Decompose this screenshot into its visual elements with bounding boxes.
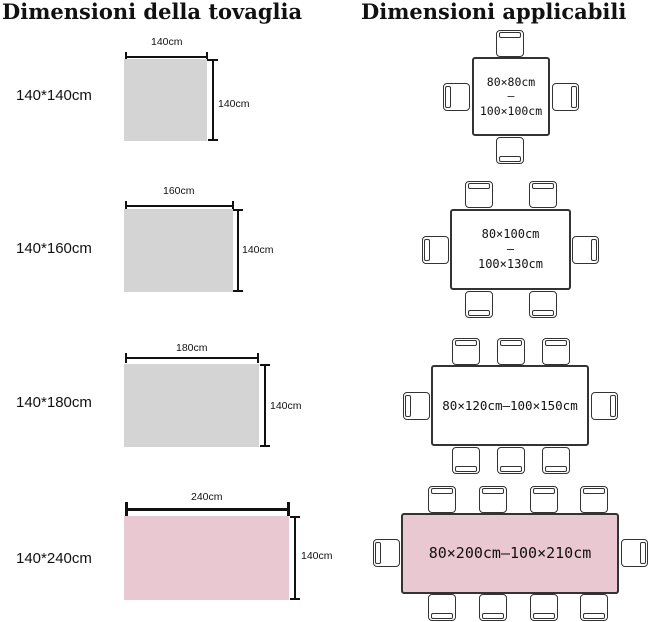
- dimension-tick: [287, 502, 290, 516]
- dimension-tick: [290, 516, 300, 518]
- tablecloth-swatch: [124, 59, 207, 141]
- dimension-tick: [260, 445, 270, 447]
- chair-icon: [422, 236, 449, 264]
- chair-icon: [497, 338, 525, 365]
- left-column-title: Dimensioni della tovaglia: [2, 0, 303, 24]
- chair-icon: [580, 594, 608, 621]
- dimension-tick: [233, 209, 243, 211]
- chair-icon: [497, 447, 525, 474]
- table-size-line: 80×80cm: [486, 74, 536, 89]
- height-label: 140cm: [270, 400, 302, 412]
- tablecloth-swatch: [124, 516, 289, 600]
- table-size-line: 100×130cm: [477, 257, 544, 271]
- dimension-tick: [257, 353, 259, 363]
- chair-icon: [580, 486, 608, 513]
- width-label: 160cm: [163, 185, 195, 197]
- chair-icon: [496, 30, 524, 57]
- tablecloth-swatch: [124, 209, 233, 292]
- table-size-line: 80×200cm–100×210cm: [428, 544, 592, 563]
- width-dimension-line: [125, 205, 234, 207]
- chair-icon: [443, 83, 470, 111]
- size-label-140x160: 140*160cm: [16, 240, 92, 257]
- chair-icon: [428, 594, 456, 621]
- chair-icon: [591, 392, 618, 420]
- dimension-tick: [290, 598, 300, 600]
- dimension-tick: [233, 290, 243, 292]
- chair-icon: [373, 539, 400, 567]
- right-column-title: Dimensioni applicabili: [361, 0, 627, 24]
- dimension-tick: [206, 52, 208, 61]
- table-size-line: –: [507, 89, 515, 104]
- chair-icon: [552, 83, 579, 111]
- height-label: 140cm: [242, 244, 274, 256]
- dimension-tick: [125, 502, 128, 516]
- chair-icon: [428, 486, 456, 513]
- height-dimension-line: [237, 209, 239, 292]
- table-size-text: 80×100cm – 100×130cm: [478, 227, 543, 272]
- chair-icon: [529, 291, 557, 318]
- table-shape: 80×120cm–100×150cm: [431, 365, 589, 446]
- chair-icon: [465, 181, 493, 208]
- height-label: 140cm: [301, 550, 333, 562]
- dimension-tick: [125, 52, 127, 61]
- chair-icon: [479, 486, 507, 513]
- chair-icon: [452, 338, 480, 365]
- width-dimension-line: [125, 357, 259, 359]
- width-label: 140cm: [151, 36, 183, 48]
- dimension-tick: [125, 353, 127, 363]
- width-dimension-line: [125, 508, 289, 511]
- table-size-line: 80×100cm: [481, 227, 540, 241]
- chair-icon: [465, 291, 493, 318]
- height-dimension-line: [212, 59, 214, 141]
- chair-icon: [530, 486, 558, 513]
- width-label: 180cm: [176, 342, 208, 354]
- chair-icon: [572, 236, 599, 264]
- chair-icon: [530, 594, 558, 621]
- width-dimension-line: [125, 56, 208, 58]
- table-size-line: 100×100cm: [479, 103, 543, 118]
- size-label-140x240: 140*240cm: [16, 550, 92, 567]
- size-label-140x180: 140*180cm: [16, 394, 92, 411]
- table-shape: 80×80cm – 100×100cm: [472, 57, 550, 136]
- table-shape: 80×200cm–100×210cm: [401, 513, 619, 594]
- table-size-text: 80×200cm–100×210cm: [429, 544, 592, 563]
- table-size-line: 80×120cm–100×150cm: [442, 397, 578, 413]
- table-size-text: 80×80cm – 100×100cm: [480, 75, 542, 118]
- dimension-tick: [125, 201, 127, 211]
- dimension-tick: [208, 59, 218, 61]
- chair-icon: [621, 539, 648, 567]
- dimension-tick: [208, 139, 218, 141]
- dimension-tick: [232, 201, 234, 211]
- dimension-tick: [260, 364, 270, 366]
- chair-icon: [542, 447, 570, 474]
- width-label: 240cm: [191, 491, 223, 503]
- chair-icon: [529, 181, 557, 208]
- chair-icon: [479, 594, 507, 621]
- table-shape: 80×100cm – 100×130cm: [450, 209, 571, 290]
- tablecloth-swatch: [124, 364, 259, 447]
- chair-icon: [496, 137, 524, 164]
- height-dimension-line: [294, 516, 296, 600]
- table-size-text: 80×120cm–100×150cm: [442, 398, 577, 414]
- height-dimension-line: [264, 364, 266, 447]
- size-label-140x140: 140*140cm: [16, 87, 92, 104]
- height-label: 140cm: [218, 98, 250, 110]
- table-size-line: –: [506, 242, 515, 256]
- chair-icon: [403, 392, 430, 420]
- chair-icon: [542, 338, 570, 365]
- chair-icon: [452, 447, 480, 474]
